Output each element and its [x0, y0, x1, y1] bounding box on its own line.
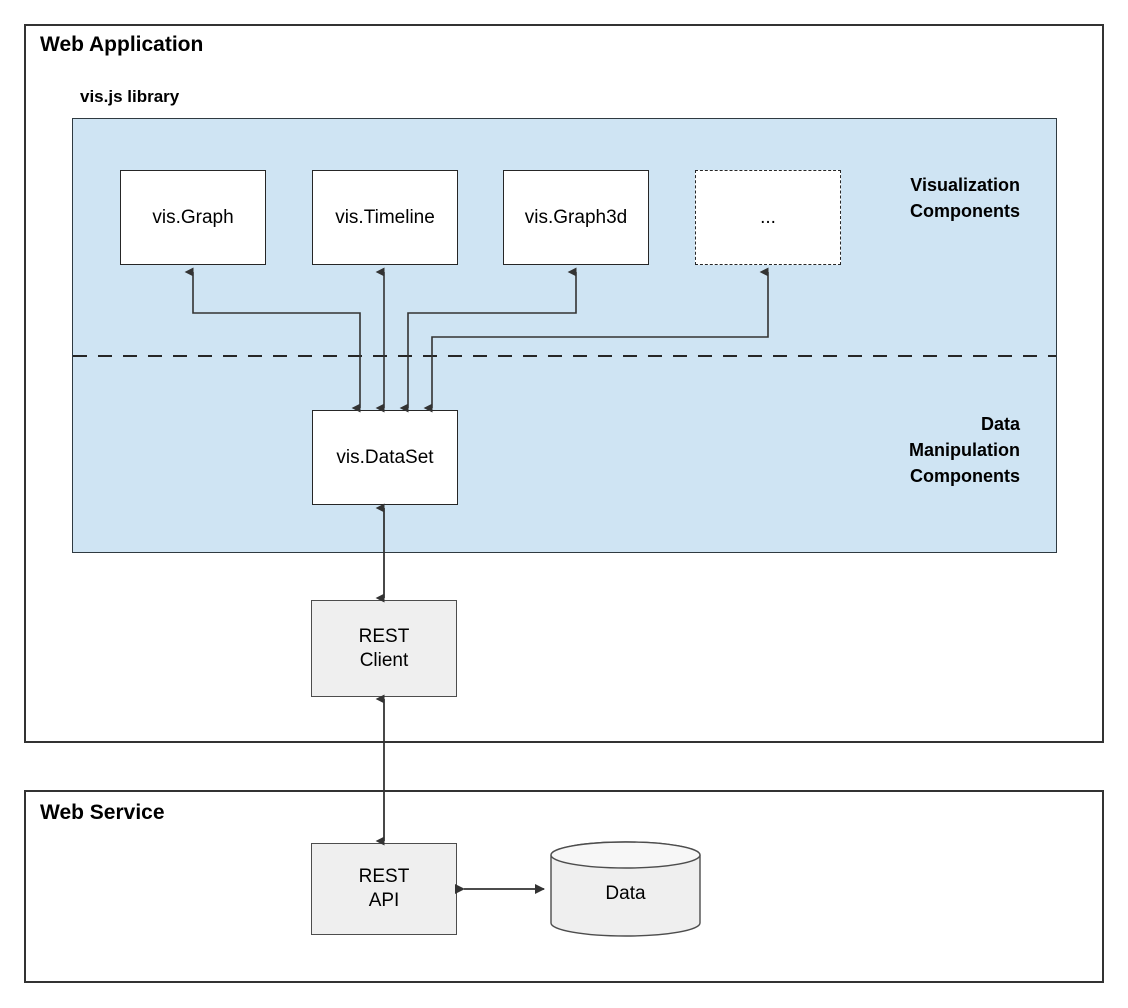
frame-title-web-application: Web Application: [40, 33, 204, 56]
node-vis-dataset[interactable]: vis.DataSet: [312, 410, 458, 505]
frame-title-web-service: Web Service: [40, 801, 165, 824]
node-rest-api-label: REST API: [359, 865, 410, 913]
node-vis-dataset-label: vis.DataSet: [336, 446, 434, 468]
node-vis-graph-label: vis.Graph: [152, 206, 234, 228]
node-rest-client-label: REST Client: [359, 625, 410, 673]
database-cylinder-icon: [550, 841, 701, 937]
label-visualization-components: Visualization Components: [910, 175, 1020, 222]
node-rest-api[interactable]: REST API: [311, 843, 457, 935]
node-vis-more-label: ...: [760, 206, 776, 228]
rest-api-line-1: REST: [358, 866, 410, 888]
label-data-manipulation-components: Data Manipulation Components: [909, 414, 1020, 487]
node-vis-more[interactable]: ...: [695, 170, 841, 265]
node-rest-client[interactable]: REST Client: [311, 600, 457, 697]
node-vis-timeline[interactable]: vis.Timeline: [312, 170, 458, 265]
rest-api-line-2: API: [368, 890, 400, 911]
rest-client-line-2: Client: [359, 649, 409, 671]
node-data-store[interactable]: Data: [550, 841, 701, 937]
frame-web-service: [24, 790, 1104, 983]
node-vis-graph3d-label: vis.Graph3d: [524, 206, 628, 228]
node-data-store-label: Data: [605, 883, 646, 904]
node-vis-graph[interactable]: vis.Graph: [120, 170, 266, 265]
frame-web-application: [24, 24, 1104, 743]
node-vis-graph3d[interactable]: vis.Graph3d: [503, 170, 649, 265]
rest-client-line-1: REST: [358, 625, 410, 647]
node-vis-timeline-label: vis.Timeline: [335, 206, 435, 228]
library-title: vis.js library: [80, 87, 180, 106]
